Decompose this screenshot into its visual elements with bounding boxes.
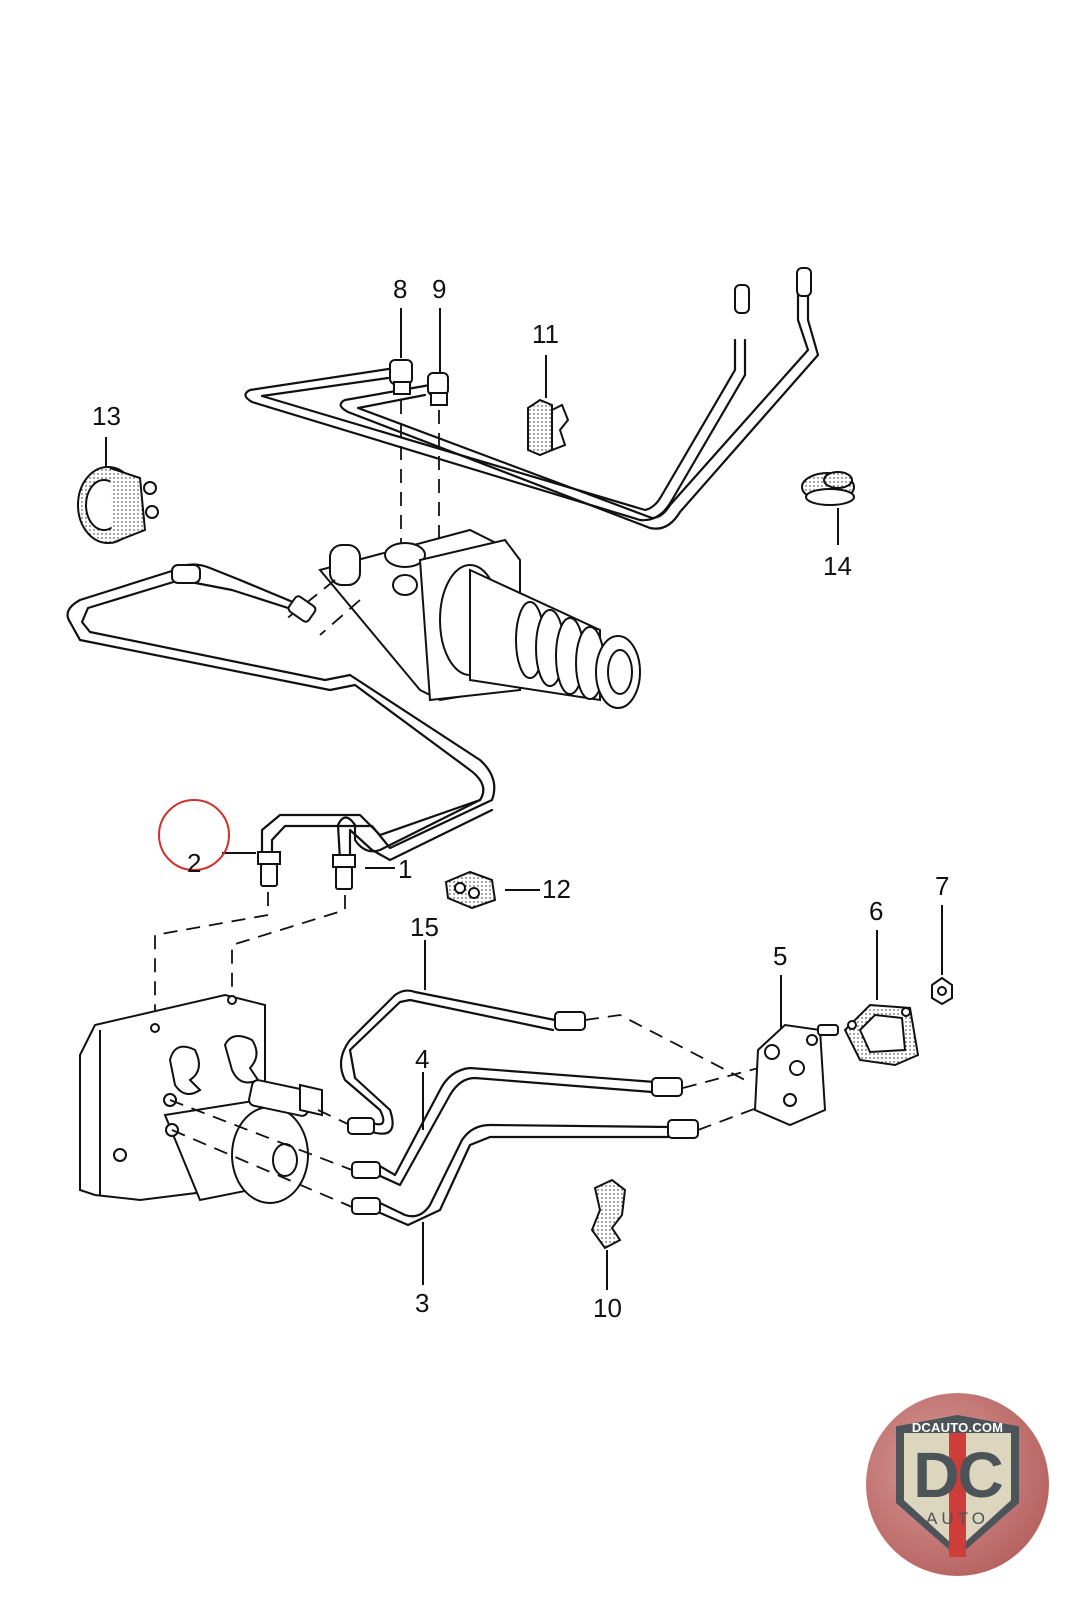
clip-12 — [444, 870, 497, 910]
callout-14[interactable]: 14 — [823, 551, 852, 581]
callout-11[interactable]: 11 — [532, 319, 559, 349]
nut-7 — [931, 976, 953, 1006]
logo-dc-text: DC — [913, 1439, 1003, 1511]
fitting-9 — [427, 372, 449, 406]
callout-1[interactable]: 1 — [398, 854, 412, 884]
callout-8[interactable]: 8 — [393, 274, 407, 304]
logo-red-stripe — [949, 1433, 966, 1557]
brake-line-4 — [351, 1066, 683, 1187]
callout-13[interactable]: 13 — [92, 401, 121, 431]
plug-14 — [801, 471, 855, 506]
bracket-11 — [527, 398, 570, 457]
callout-9[interactable]: 9 — [432, 274, 446, 304]
grommet-13 — [77, 466, 159, 544]
callout-5[interactable]: 5 — [773, 941, 787, 971]
abs-hydraulic-unit — [79, 993, 323, 1204]
brake-line-3 — [351, 1119, 699, 1227]
logo-auto-text: AUTO — [926, 1509, 989, 1528]
dcauto-logo[interactable]: DCAUTO.COM DC AUTO — [866, 1393, 1049, 1576]
callout-3[interactable]: 3 — [415, 1288, 429, 1318]
logo-url-text: DCAUTO.COM — [911, 1420, 1004, 1435]
upper-brake-lines — [244, 267, 820, 530]
clip-10 — [590, 1178, 627, 1250]
callout-10[interactable]: 10 — [593, 1293, 622, 1323]
callout-2[interactable]: 2 — [187, 848, 201, 878]
callout-12[interactable]: 12 — [542, 874, 571, 904]
callout-leaders — [105, 308, 943, 1290]
master-cylinder — [318, 528, 641, 709]
gasket-6 — [843, 1003, 920, 1067]
pump-motor — [163, 1098, 309, 1204]
fitting-2 — [257, 851, 281, 887]
fitting-8 — [389, 359, 413, 395]
callout-4[interactable]: 4 — [415, 1044, 429, 1074]
callout-6[interactable]: 6 — [869, 896, 883, 926]
callout-15[interactable]: 15 — [410, 912, 439, 942]
callout-7[interactable]: 7 — [935, 871, 949, 901]
brake-line-15 — [339, 989, 586, 1135]
callout-2-highlight-ring — [158, 799, 230, 871]
fitting-1 — [332, 854, 356, 890]
front-brake-lines — [66, 563, 496, 862]
valve-5 — [753, 1023, 839, 1127]
